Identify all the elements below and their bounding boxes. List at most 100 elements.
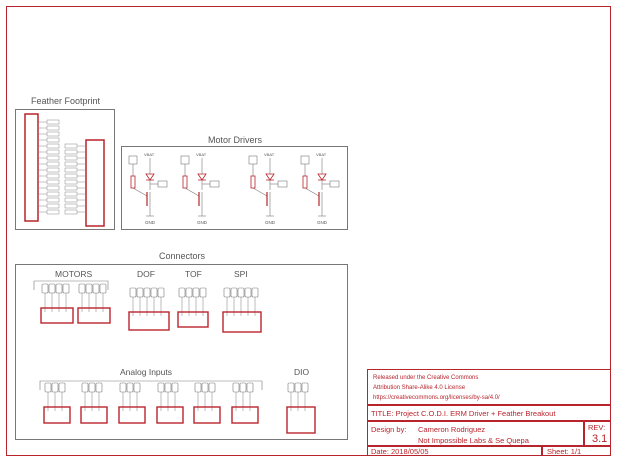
pin-header <box>48 283 56 294</box>
pin-header <box>244 287 252 298</box>
resistor <box>130 175 136 189</box>
connector-group <box>40 283 74 324</box>
wire <box>184 187 200 197</box>
pin-header <box>81 382 89 393</box>
pin-header <box>55 283 63 294</box>
diode <box>197 173 207 181</box>
connector-group <box>43 382 71 424</box>
resistor <box>182 175 188 189</box>
title-cell: TITLE: Project C.O.D.I. ERM Driver + Fea… <box>367 405 611 421</box>
drawing-date: Date: 2018/05/05 <box>371 447 429 456</box>
pin-header <box>239 382 247 393</box>
pin-header <box>99 283 107 294</box>
pin-header <box>194 382 202 393</box>
motors-label: MOTORS <box>55 269 93 279</box>
revision-cell: REV: 3.1 <box>584 421 611 446</box>
connector-body <box>156 406 184 424</box>
pin-header <box>251 287 259 298</box>
license-line-1: Released under the Creative Commons <box>373 375 479 381</box>
analog-inputs-label: Analog Inputs <box>120 367 172 377</box>
drawing-title: TITLE: Project C.O.D.I. ERM Driver + Fea… <box>371 409 556 418</box>
feather-footprint-title: Feather Footprint <box>31 96 101 106</box>
pin-header <box>232 382 240 393</box>
pin-header <box>126 382 134 393</box>
design-by-label: Design by: <box>371 425 407 434</box>
gnd-label: GND <box>317 220 328 225</box>
pin-header <box>92 283 100 294</box>
connector-body <box>128 311 170 331</box>
connectors-schematic <box>33 280 316 434</box>
pin-header <box>171 382 179 393</box>
connector-group <box>286 382 316 434</box>
pin-header <box>136 287 144 298</box>
pin-header <box>201 382 209 393</box>
connector-body <box>231 406 259 424</box>
pin-header <box>185 287 193 298</box>
connector-body <box>286 406 316 434</box>
pin-header <box>199 287 207 298</box>
designer-name: Cameron Rodriguez <box>418 425 486 434</box>
connectors-title: Connectors <box>159 251 206 261</box>
title-block: Released under the Creative Commons Attr… <box>367 369 611 456</box>
motor-drivers-title: Motor Drivers <box>208 135 263 145</box>
drawing-frame <box>6 6 611 456</box>
connector-group <box>118 382 146 424</box>
pin-header <box>51 382 59 393</box>
connector-group <box>177 287 209 328</box>
resistor <box>302 175 308 189</box>
pin-header <box>230 287 238 298</box>
vbat-label: VBAT <box>264 152 275 157</box>
pin-header <box>41 283 49 294</box>
pin-header <box>85 283 93 294</box>
license-url: https://creativecommons.org/licenses/by-… <box>373 395 500 401</box>
gnd-label: GND <box>145 220 156 225</box>
rev-value: 3.1 <box>592 433 608 445</box>
pin-header <box>143 287 151 298</box>
sheet-cell: Sheet: 1/1 <box>542 446 611 456</box>
diode <box>145 173 155 181</box>
motor-driver-cell: VBAT GND <box>300 152 340 225</box>
resistor <box>250 175 256 189</box>
vbat-label: VBAT <box>196 152 207 157</box>
diode <box>265 173 275 181</box>
pin-header <box>237 287 245 298</box>
connector-body <box>193 406 221 424</box>
feather-footprint-symbol <box>24 113 105 227</box>
wire <box>304 187 320 197</box>
analog-bracket <box>39 380 263 390</box>
tof-label: TOF <box>185 269 202 279</box>
vbat-label: VBAT <box>316 152 327 157</box>
connector-group <box>156 382 184 424</box>
pin-header <box>129 287 137 298</box>
pin-header <box>287 382 295 393</box>
pin-header <box>301 382 309 393</box>
pin-header <box>44 382 52 393</box>
motors-bracket <box>33 280 109 290</box>
license-cell: Released under the Creative Commons Attr… <box>367 369 611 405</box>
vbat-label: VBAT <box>144 152 155 157</box>
pin-header <box>246 382 254 393</box>
date-cell: Date: 2018/05/05 <box>367 446 542 456</box>
diode <box>317 173 327 181</box>
wire <box>252 187 268 197</box>
pin-header <box>157 382 165 393</box>
connectors-frame <box>15 264 348 440</box>
pin-header <box>294 382 302 393</box>
pin-header <box>192 287 200 298</box>
connector-body <box>177 311 209 328</box>
pin-header <box>178 287 186 298</box>
pin-header <box>62 283 70 294</box>
connector-group <box>193 382 221 424</box>
designer-cell: Design by: Cameron Rodriguez Not Impossi… <box>367 421 584 446</box>
connector-body <box>43 406 71 424</box>
connector-group <box>80 382 108 424</box>
pin-header <box>133 382 141 393</box>
pin-header <box>119 382 127 393</box>
pin-header <box>78 283 86 294</box>
license-line-2: Attribution Share-Alike 4.0 License <box>373 385 466 391</box>
motor-driver-cell: VBAT GND <box>128 152 168 225</box>
dio-label: DIO <box>294 367 310 377</box>
connector-body <box>77 307 111 324</box>
